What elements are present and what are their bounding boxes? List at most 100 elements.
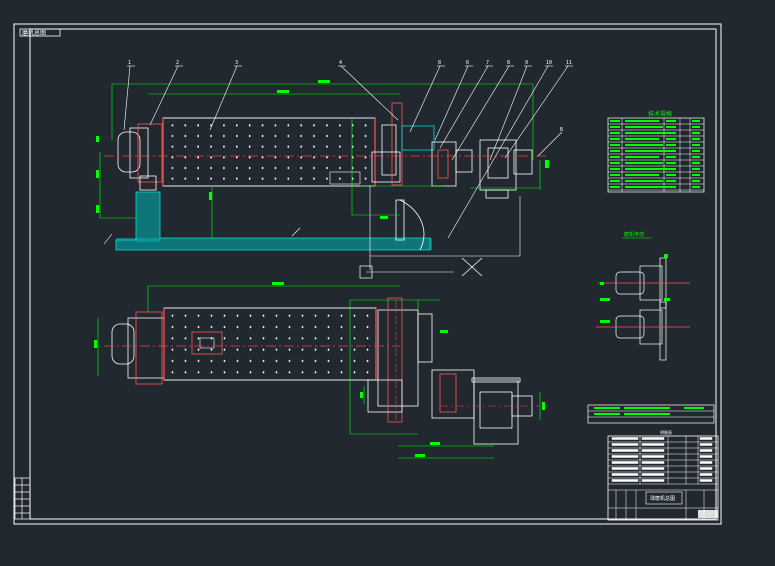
title-cell	[699, 473, 713, 476]
spec-cell	[692, 138, 700, 140]
spec-cell	[692, 174, 700, 176]
right-section-mark: B	[560, 127, 563, 133]
spec-cell	[666, 162, 676, 164]
spec-cell	[610, 138, 620, 140]
callout-8: 8	[507, 60, 510, 66]
spec-cell	[610, 168, 620, 170]
spec-cell	[625, 138, 659, 140]
title-cell	[699, 461, 713, 464]
callout-2: 2	[176, 60, 179, 66]
callout-1: 1	[128, 60, 131, 66]
title-cell	[611, 473, 639, 476]
spec-cell	[666, 120, 676, 122]
spec-cell	[666, 132, 676, 134]
cross-mark-b	[461, 257, 483, 277]
spec-cell	[666, 138, 676, 140]
title-cell	[611, 479, 639, 482]
title-cell	[699, 467, 713, 470]
title-cell	[611, 437, 639, 440]
spec-cell	[666, 180, 676, 182]
plan-view[interactable]	[94, 282, 545, 459]
foundation	[115, 191, 432, 251]
title-tag: 磨机总图	[22, 29, 46, 37]
spec-cell	[625, 180, 663, 182]
title-cell	[641, 461, 665, 464]
spec-cell	[610, 156, 620, 158]
title-cell	[699, 443, 713, 446]
drive-detail-title: 磨机传动	[624, 231, 644, 238]
spec-cell	[625, 126, 663, 128]
callout-9: 9	[525, 60, 528, 66]
spec-table: 技术规格	[607, 110, 705, 193]
title-cell	[641, 473, 665, 476]
spec-cell	[692, 120, 700, 122]
title-cell	[699, 437, 713, 440]
spec-cell	[692, 168, 700, 170]
spec-cell	[692, 132, 700, 134]
plan-mill-cylinder	[163, 307, 377, 381]
inner-border	[29, 28, 717, 520]
title-cell	[699, 479, 713, 482]
callout-11: 11	[566, 60, 572, 66]
spec-cell	[666, 186, 676, 188]
spec-cell	[625, 120, 659, 122]
title-cell	[611, 467, 639, 470]
spec-cell	[666, 156, 676, 158]
spec-cell	[610, 162, 620, 164]
title-cell	[641, 449, 665, 452]
title-cell	[611, 449, 639, 452]
spec-cell	[666, 144, 676, 146]
spec-cell	[625, 156, 659, 158]
spec-cell	[610, 120, 620, 122]
spec-cell	[692, 180, 700, 182]
parts-summary-row	[587, 404, 715, 424]
parts-list-header: 明细表	[660, 429, 672, 435]
plan-dimensions	[94, 282, 545, 459]
spec-cell	[666, 126, 676, 128]
spec-cell	[692, 144, 700, 146]
leader-lines	[103, 65, 569, 245]
title-cell	[699, 449, 713, 452]
spec-cell	[625, 132, 667, 134]
title-cell	[641, 437, 665, 440]
spec-cell	[610, 126, 620, 128]
spec-cell	[610, 132, 620, 134]
title-cell	[611, 443, 639, 446]
spec-cell	[666, 174, 676, 176]
title-block: 明细表 球磨机总图	[607, 429, 719, 521]
spec-cell	[625, 186, 667, 188]
title-cell	[699, 455, 713, 458]
callout-5: 8	[438, 60, 441, 66]
spec-cell	[610, 150, 620, 152]
spec-cell	[625, 174, 659, 176]
title-cell	[641, 467, 665, 470]
spec-cell	[692, 150, 700, 152]
callout-4: 4	[339, 60, 342, 66]
callout-7: 7	[486, 60, 489, 66]
title-cell	[611, 461, 639, 464]
spec-cell	[625, 162, 663, 164]
spec-cell	[692, 126, 700, 128]
spec-cell	[666, 150, 676, 152]
spec-cell	[666, 168, 676, 170]
title-cell	[641, 479, 665, 482]
plan-drive	[367, 297, 533, 445]
elevation-dimensions	[96, 80, 549, 238]
drive-detail: 磨机传动	[596, 231, 690, 361]
spec-cell	[610, 174, 620, 176]
title-cell	[641, 443, 665, 446]
title-cell	[611, 455, 639, 458]
revision-block	[14, 477, 31, 520]
callout-10: 10	[546, 60, 552, 66]
spec-table-title: 技术规格	[648, 110, 672, 118]
left-end-motor	[117, 123, 163, 191]
spec-cell	[692, 156, 700, 158]
title-cell	[641, 455, 665, 458]
spec-cell	[692, 162, 700, 164]
spec-cell	[610, 144, 620, 146]
callout-6: 6	[466, 60, 469, 66]
